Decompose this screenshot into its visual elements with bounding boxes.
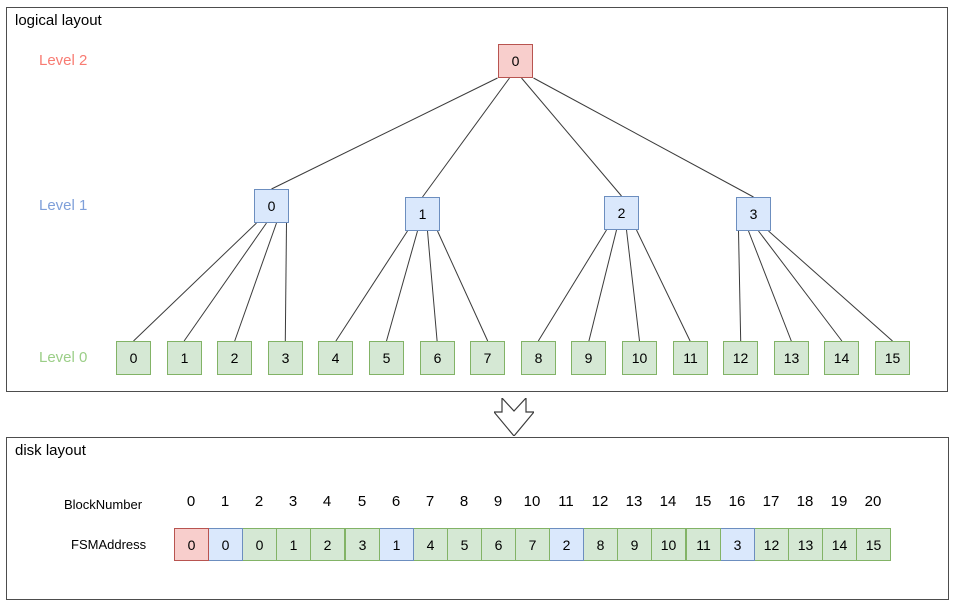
- block-number-12: 12: [591, 493, 609, 510]
- block-number-0: 0: [186, 493, 196, 510]
- block-number-18: 18: [796, 493, 814, 510]
- block-number-19: 19: [830, 493, 848, 510]
- level-2-label: Level 2: [39, 52, 88, 69]
- tree-node-level0-2: 2: [217, 341, 252, 375]
- fsm-cell-5: 3: [345, 528, 380, 561]
- tree-node-level1-3: 3: [736, 197, 771, 231]
- block-number-8: 8: [459, 493, 469, 510]
- fsm-cell-6: 1: [379, 528, 414, 561]
- fsm-cell-12: 8: [583, 528, 618, 561]
- fsm-cell-2: 0: [242, 528, 277, 561]
- tree-node-level0-6: 6: [420, 341, 455, 375]
- block-number-3: 3: [288, 493, 298, 510]
- fsm-cell-13: 9: [617, 528, 652, 561]
- fsm-cell-7: 4: [413, 528, 448, 561]
- tree-node-level1-2: 2: [604, 196, 639, 230]
- block-number-13: 13: [625, 493, 643, 510]
- fsm-cell-0: 0: [174, 528, 209, 561]
- tree-node-level1-0: 0: [254, 189, 289, 223]
- block-number-20: 20: [864, 493, 882, 510]
- tree-node-level0-15: 15: [875, 341, 910, 375]
- tree-node-level0-10: 10: [622, 341, 657, 375]
- tree-node-level0-7: 7: [470, 341, 505, 375]
- tree-node-level0-13: 13: [774, 341, 809, 375]
- tree-node-level0-9: 9: [571, 341, 606, 375]
- tree-node-level0-0: 0: [116, 341, 151, 375]
- fsm-cell-1: 0: [208, 528, 243, 561]
- down-arrow-icon: [492, 396, 536, 437]
- block-number-16: 16: [728, 493, 746, 510]
- block-number-1: 1: [220, 493, 230, 510]
- fsm-cell-17: 12: [754, 528, 789, 561]
- logical-layout-title: logical layout: [15, 12, 102, 29]
- block-number-6: 6: [391, 493, 401, 510]
- tree-node-level0-3: 3: [268, 341, 303, 375]
- block-number-9: 9: [493, 493, 503, 510]
- fsm-cell-15: 11: [686, 528, 721, 561]
- tree-node-level0-8: 8: [521, 341, 556, 375]
- fsm-address-label: FSMAddress: [71, 537, 147, 552]
- fsm-cell-10: 7: [515, 528, 550, 561]
- fsm-cell-4: 2: [310, 528, 345, 561]
- level-1-label: Level 1: [39, 197, 88, 214]
- block-number-label: BlockNumber: [64, 497, 143, 512]
- fsm-cell-14: 10: [651, 528, 686, 561]
- tree-node-level2-0: 0: [498, 44, 533, 78]
- tree-node-level0-11: 11: [673, 341, 708, 375]
- block-number-14: 14: [659, 493, 677, 510]
- fsm-cell-8: 5: [447, 528, 482, 561]
- block-number-17: 17: [762, 493, 780, 510]
- logical-layout-panel: logical layout Level 2 Level 1 Level 0 0…: [6, 7, 948, 392]
- level-0-label: Level 0: [39, 349, 88, 366]
- block-number-7: 7: [425, 493, 435, 510]
- fsm-cell-3: 1: [276, 528, 311, 561]
- block-number-15: 15: [694, 493, 712, 510]
- block-number-10: 10: [523, 493, 541, 510]
- tree-node-level0-5: 5: [369, 341, 404, 375]
- block-number-11: 11: [558, 493, 574, 510]
- tree-node-level0-1: 1: [167, 341, 202, 375]
- tree-node-level0-4: 4: [318, 341, 353, 375]
- tree-node-level1-1: 1: [405, 197, 440, 231]
- tree-node-level0-12: 12: [723, 341, 758, 375]
- tree-node-level0-14: 14: [824, 341, 859, 375]
- block-number-4: 4: [322, 493, 332, 510]
- tree-edges: [133, 77, 893, 342]
- disk-layout-title: disk layout: [15, 442, 86, 459]
- fsm-cell-20: 15: [856, 528, 891, 561]
- fsm-cell-16: 3: [720, 528, 755, 561]
- fsm-cell-11: 2: [549, 528, 584, 561]
- block-number-5: 5: [357, 493, 367, 510]
- fsm-cell-19: 14: [822, 528, 857, 561]
- block-number-2: 2: [254, 493, 264, 510]
- fsm-cell-9: 6: [481, 528, 516, 561]
- fsm-cell-18: 13: [788, 528, 823, 561]
